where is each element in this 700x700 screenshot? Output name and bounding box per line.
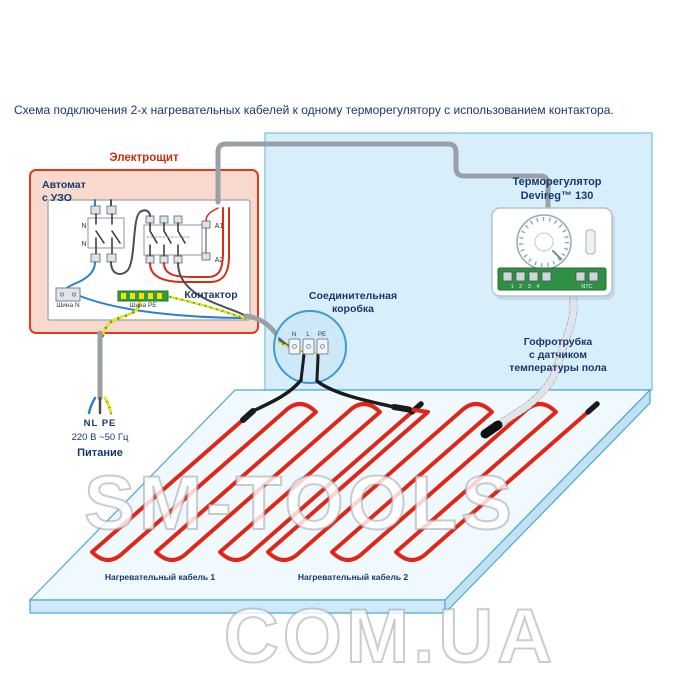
cold-leads — [251, 378, 396, 413]
junction-box-label: Соединительная коробка — [294, 290, 412, 316]
sensor-tube-label: Гофротрубка с датчиком температуры пола — [494, 336, 622, 375]
thermostat-power-cable — [215, 141, 551, 217]
breaker-rcd: N N — [81, 199, 125, 263]
sensor-tube-label-line2: с датчиком — [528, 349, 588, 361]
floor-right-face — [444, 388, 651, 615]
contactor-coil-a2-label: A2 — [215, 257, 224, 264]
contactor-coil-a1-label: A1 — [215, 223, 224, 230]
cold-lead-1 — [251, 378, 303, 413]
junction-box-label-line2: коробка — [332, 303, 374, 315]
thermostat-label-line2: Devireg™ 130 — [520, 189, 594, 202]
bus-pe-label: Шина PE — [129, 302, 157, 309]
supply-terminals-label: NL PE — [83, 418, 117, 429]
panel-title: Электрощит — [109, 152, 179, 164]
cold-lead-2 — [315, 379, 396, 409]
supply-voltage: 220 В ~50 Гц — [71, 432, 129, 443]
thermostat-label: Терморегулятор Devireg™ 130 — [496, 176, 618, 203]
sensor-tube-label-line1: Гофротрубка — [523, 336, 593, 348]
sensor-tube-label-line3: температуры пола — [509, 362, 607, 374]
heating-cable-2-coupling — [391, 404, 412, 413]
diagram-caption: Схема подключения 2-х нагревательных каб… — [14, 103, 614, 117]
heating-cable-1-coupling — [240, 408, 256, 423]
junction-box: N L PE — [273, 310, 347, 384]
supply-cable — [87, 330, 113, 415]
heating-cable-2-label: Нагревательный кабель 2 — [297, 572, 409, 582]
heating-cable-1-path — [90, 402, 414, 562]
junction-terminal-l-label: L — [306, 332, 310, 338]
junction-terminal-pe-label: PE — [318, 332, 326, 338]
thermostat-ntc-label: NTC — [581, 284, 592, 290]
junction-terminal-n-label: N — [292, 332, 296, 338]
breaker-pole-n-top-label: N — [81, 223, 86, 230]
floor-sensor-tip — [480, 420, 503, 439]
thermostat-terminal-numbers: 1 2 3 4 — [511, 284, 542, 290]
electrical-panel: N N A1 A2 — [29, 169, 259, 338]
breaker-label-line2: с УЗО — [42, 191, 72, 204]
breaker-label: Автомат с УЗО — [42, 179, 112, 204]
sensor-tube — [480, 287, 578, 439]
thermostat-wheel — [585, 229, 596, 255]
heating-cable-1-label: Нагревательный кабель 1 — [104, 572, 216, 582]
bus-n-label: Шина N — [56, 302, 80, 309]
watermark-line2: COM.UA — [223, 593, 557, 680]
junction-box-label-line1: Соединительная — [308, 290, 398, 302]
thermostat: 1 2 3 4 NTC — [491, 207, 615, 300]
bus-n — [55, 287, 81, 302]
heating-cable-2-endcap — [585, 401, 600, 415]
heating-cable-2-path — [266, 402, 590, 562]
thermostat-pcb: 1 2 3 4 NTC — [497, 267, 607, 291]
contactor-label: Контактор — [184, 289, 238, 301]
heating-cable-2 — [266, 401, 600, 562]
thermostat-label-line1: Терморегулятор — [512, 176, 602, 188]
thermostat-dial — [516, 214, 572, 270]
bus-pe — [117, 290, 169, 302]
breaker-pole-n-bottom-label: N — [81, 241, 86, 248]
floor-slab — [28, 388, 652, 615]
watermark-line1: SM-TOOLS — [83, 460, 516, 547]
contactor: A1 A2 — [143, 215, 224, 264]
breaker-label-line1: Автомат — [42, 179, 86, 191]
supply-name: Питание — [77, 447, 123, 459]
